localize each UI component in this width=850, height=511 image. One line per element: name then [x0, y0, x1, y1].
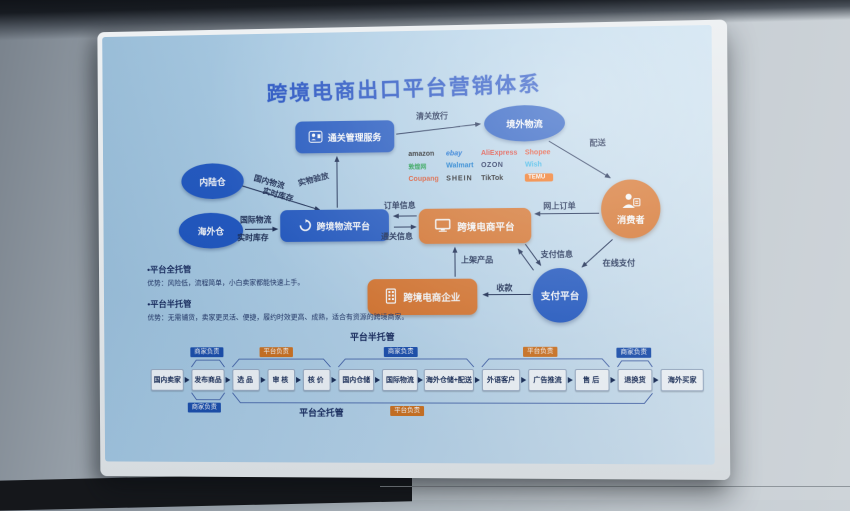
tag-platform-mid: 平台负责 — [522, 346, 558, 357]
slide-content: 跨境电商出口平台营销体系 通关管理服务 清关放行 境外物流 配送 内陆仓 海外仓… — [102, 25, 714, 465]
node-ecommerce-enterprise: 跨境电商企业 — [367, 278, 478, 316]
flow-arrow-icon — [610, 377, 616, 384]
flow-step-ad-promotion: 广告推流 — [528, 368, 567, 392]
node-consumer: 消费者 — [600, 179, 661, 239]
node-ecommerce-platform: 跨境电商平台 — [418, 207, 532, 244]
marketplace-logos: amazon ebay AliExpress Shopee 敦煌网 Walmar… — [408, 149, 554, 183]
logo-aliexpress: AliExpress — [480, 149, 518, 158]
flow-step-after-sales: 售后 — [574, 368, 610, 392]
logo-amazon: amazon — [408, 150, 435, 158]
note-full-managed-body: 优势：风险低，流程简单，小白卖家都能快速上手。 — [147, 279, 305, 288]
edge-list-products: 上架产品 — [460, 255, 494, 265]
flow-arrow-icon — [184, 376, 190, 383]
node-customs-service-label: 通关管理服务 — [327, 131, 382, 143]
tag-seller-top: 商家负责 — [190, 347, 224, 358]
logo-shein: SHEIN — [446, 174, 473, 183]
logo-ebay: ebay — [446, 150, 463, 158]
monitor-icon — [435, 218, 451, 234]
flow-step-product-selection: 选品 — [232, 369, 260, 391]
tag-platform-full: 平台负责 — [390, 405, 425, 417]
node-logistics-platform-label: 跨境物流平台 — [316, 220, 371, 232]
edge-realtime-inventory-2: 实时库存 — [237, 233, 269, 243]
full-managed-mode-label: 平台全托管 — [299, 407, 344, 418]
flow-step-publish-products: 发布商品 — [191, 369, 225, 391]
logo-shopee: Shopee — [524, 149, 551, 157]
node-logistics-platform: 跨境物流平台 — [280, 209, 390, 242]
tag-seller-bottom: 商家负责 — [187, 402, 221, 413]
logo-ozon: OZON — [481, 161, 504, 170]
sync-icon — [299, 218, 312, 233]
slide-title: 跨境电商出口平台营销体系 — [266, 72, 542, 107]
flow-arrow-icon — [375, 376, 381, 383]
edge-order-info: 订单信息 — [383, 200, 416, 211]
flow-step-pricing: 核价 — [302, 369, 331, 391]
building-icon — [384, 288, 397, 307]
flow-arrow-icon — [567, 377, 573, 384]
edge-online-order: 网上订单 — [543, 201, 576, 211]
note-semi-managed-heading: •平台半托管 — [147, 298, 192, 309]
edge-delivery: 配送 — [589, 138, 606, 148]
edge-customs-release: 清关放行 — [415, 111, 449, 121]
flow-step-domestic-seller: 国内卖家 — [150, 369, 184, 391]
presentation-screen: 跨境电商出口平台营销体系 通关管理服务 清关放行 境外物流 配送 内陆仓 海外仓… — [97, 20, 730, 480]
customs-officer-icon — [308, 130, 323, 145]
flow-arrow-icon — [260, 376, 266, 383]
flow-step-overseas-warehouse-delivery: 海外仓储+配送 — [423, 368, 474, 392]
flow-step-review: 审核 — [267, 369, 296, 391]
logo-tiktok: TikTok — [481, 174, 504, 182]
flow-step-returns: 退换货 — [617, 368, 653, 392]
tag-platform-semi: 平台负责 — [259, 347, 293, 358]
logo-wish: Wish — [524, 161, 542, 169]
edge-receive-payment: 收款 — [496, 283, 513, 293]
logo-temu: TEMU — [525, 173, 554, 182]
note-semi-managed-body: 优势：无需铺货，卖家更灵活、便捷，履约时效更高、成熟，适合有资源的跨境商家。 — [147, 314, 409, 322]
tag-seller-right: 商家负责 — [616, 347, 652, 358]
node-overseas-logistics: 境外物流 — [484, 104, 566, 142]
edge-international-logistics: 国际物流 — [240, 215, 272, 225]
edge-physical-inspection: 实物验放 — [297, 171, 330, 188]
edge-realtime-inventory-1: 实时库存 — [261, 186, 295, 204]
flow-arrow-icon — [225, 376, 231, 383]
edge-customs-info: 通关信息 — [381, 231, 413, 242]
flow-arrow-icon — [653, 377, 659, 384]
logo-dhgate: 敦煌网 — [408, 164, 427, 171]
logo-walmart: Walmart — [446, 162, 474, 170]
tag-seller-mid: 商家负责 — [383, 346, 418, 358]
wall-seam-line — [380, 486, 850, 487]
flow-arrow-icon — [417, 377, 423, 384]
node-payment-platform: 支付平台 — [532, 267, 588, 323]
flow-step-domestic-warehouse: 国内仓储 — [338, 369, 375, 391]
flow-arrow-icon — [521, 377, 527, 384]
node-ecommerce-platform-label: 跨境电商平台 — [457, 221, 515, 234]
flow-step-international-logistics: 国际物流 — [381, 369, 418, 392]
semi-managed-mode-label: 平台半托管 — [349, 332, 395, 343]
flow-arrow-icon — [474, 377, 480, 384]
node-consumer-label: 消费者 — [616, 214, 645, 225]
person-icon — [620, 192, 641, 210]
node-inland-warehouse: 内陆仓 — [181, 163, 244, 200]
flow-step-overseas-buyer: 海外买家 — [660, 368, 704, 392]
flow-arrow-icon — [296, 376, 302, 383]
node-overseas-warehouse: 海外仓 — [178, 212, 244, 249]
note-full-managed-heading: •平台全托管 — [147, 264, 192, 275]
node-customs-service: 通关管理服务 — [295, 120, 395, 154]
node-ecommerce-enterprise-label: 跨境电商企业 — [403, 292, 461, 305]
logo-coupang: Coupang — [408, 175, 439, 183]
edge-payment-info: 支付信息 — [540, 249, 574, 260]
flow-arrow-icon — [331, 376, 337, 383]
edge-online-payment: 在线支付 — [602, 258, 636, 268]
flow-step-foreign-language-customers: 外语客户 — [481, 368, 521, 392]
